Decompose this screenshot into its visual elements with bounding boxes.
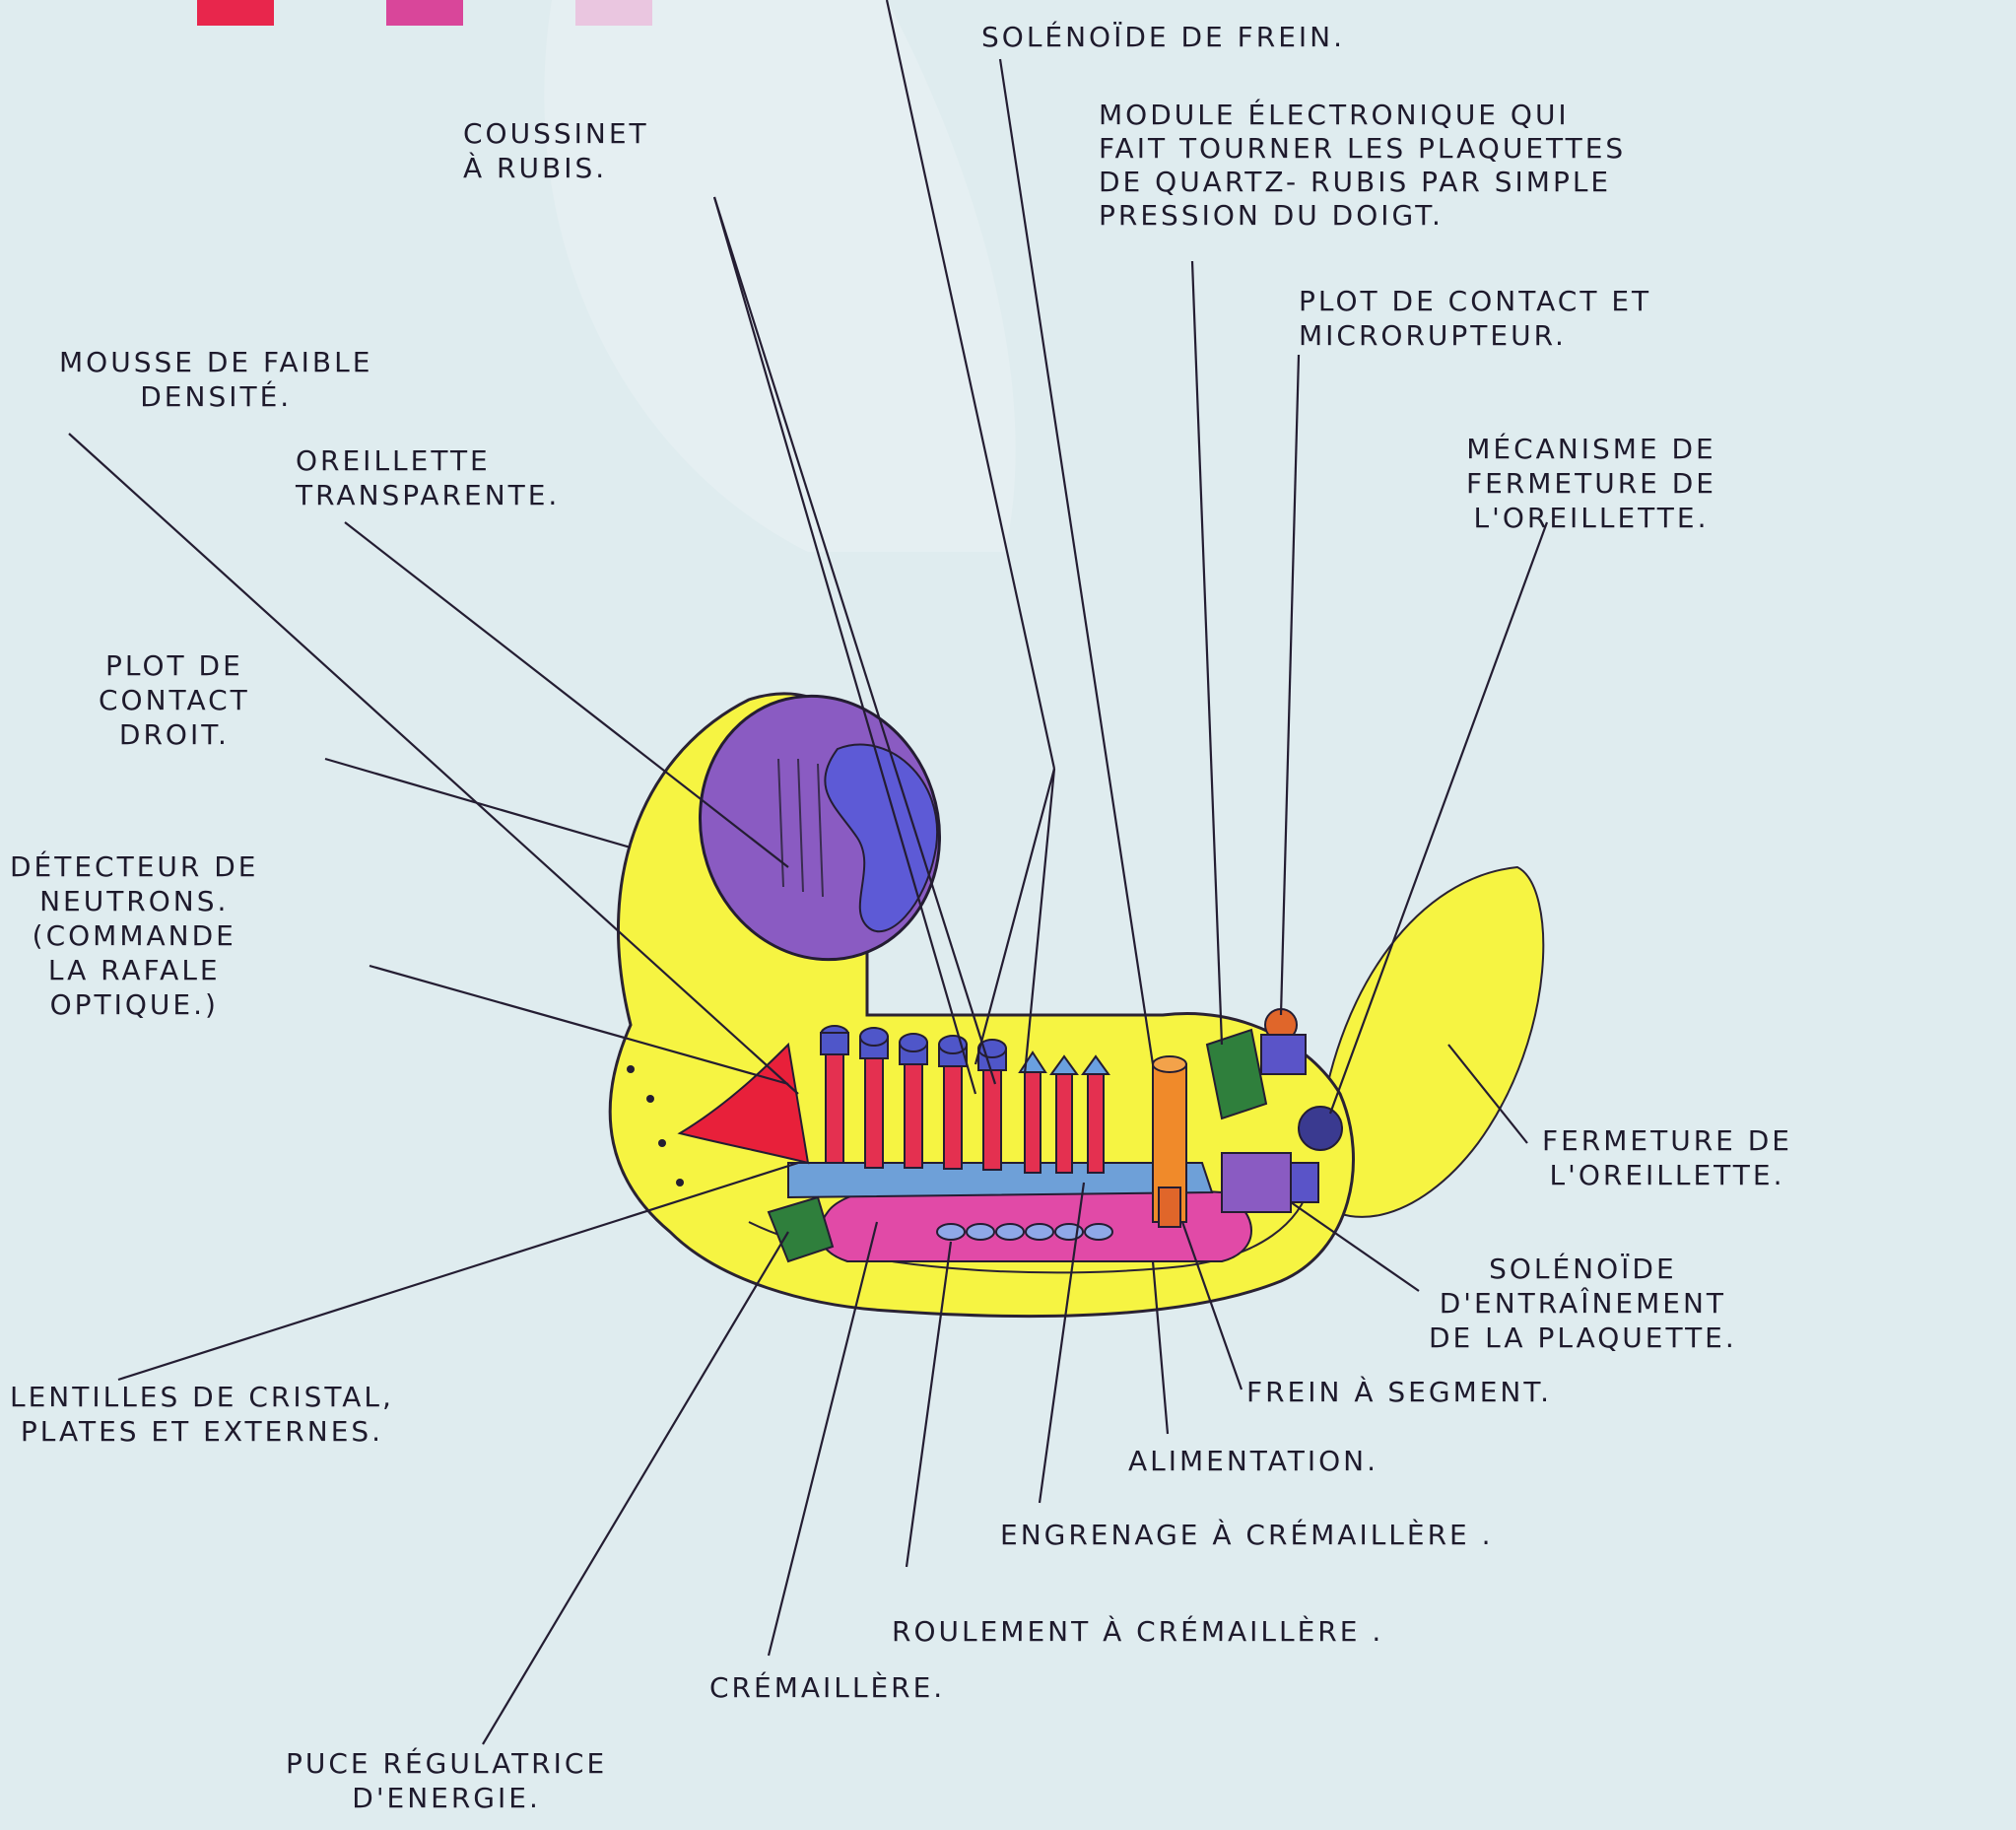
label-lentilles: LENTILLES DE CRISTAL, PLATES ET EXTERNES… xyxy=(10,1380,394,1449)
brake-cylinder xyxy=(1153,1056,1186,1227)
label-engrenage: ENGRENAGE À CRÉMAILLÈRE . xyxy=(1000,1518,1494,1552)
label-mecanisme: MÉCANISME DE FERMETURE DE L'OREILLETTE. xyxy=(1466,432,1716,535)
leader-plot-droit xyxy=(325,759,631,847)
label-fermeture: FERMETURE DE L'OREILLETTE. xyxy=(1542,1123,1792,1192)
leader-puce xyxy=(483,1232,788,1744)
label-frein-segment: FREIN À SEGMENT. xyxy=(1246,1375,1552,1409)
background-ghost-figure xyxy=(544,0,1015,552)
leader-plot-micro xyxy=(1281,355,1299,1015)
label-solenoide-frein: SOLÉNOÏDE DE FREIN. xyxy=(981,20,1345,54)
label-solenoide-entrainement: SOLÉNOÏDE D'ENTRAÎNEMENT DE LA PLAQUETTE… xyxy=(1429,1252,1737,1355)
label-detecteur: DÉTECTEUR DE NEUTRONS. (COMMANDE LA RAFA… xyxy=(10,849,259,1022)
label-cremaillere: CRÉMAILLÈRE. xyxy=(709,1670,945,1705)
rod xyxy=(860,1028,888,1168)
rod xyxy=(821,1026,848,1163)
label-module: MODULE ÉLECTRONIQUE QUI FAIT TOURNER LES… xyxy=(1099,99,1626,233)
leader-lentilles xyxy=(118,1163,798,1380)
label-alimentation: ALIMENTATION. xyxy=(1128,1444,1378,1478)
label-coussinet: COUSSINET À RUBIS. xyxy=(463,116,649,185)
rod xyxy=(978,1040,1006,1170)
leader-module xyxy=(1192,261,1222,1045)
label-mousse: MOUSSE DE FAIBLE DENSITÉ. xyxy=(59,345,372,414)
rod xyxy=(900,1034,927,1168)
label-puce: PUCE RÉGULATRICE D'ENERGIE. xyxy=(286,1746,607,1815)
label-plot-contact-micro: PLOT DE CONTACT ET MICRORUPTEUR. xyxy=(1299,284,1651,353)
label-roulement: ROULEMENT À CRÉMAILLÈRE . xyxy=(892,1614,1383,1649)
label-oreillette-transparente: OREILLETTE TRANSPARENTE. xyxy=(296,443,560,512)
label-plot-droit: PLOT DE CONTACT DROIT. xyxy=(99,648,250,752)
leader-oreillette xyxy=(345,522,788,867)
rod xyxy=(939,1036,967,1169)
